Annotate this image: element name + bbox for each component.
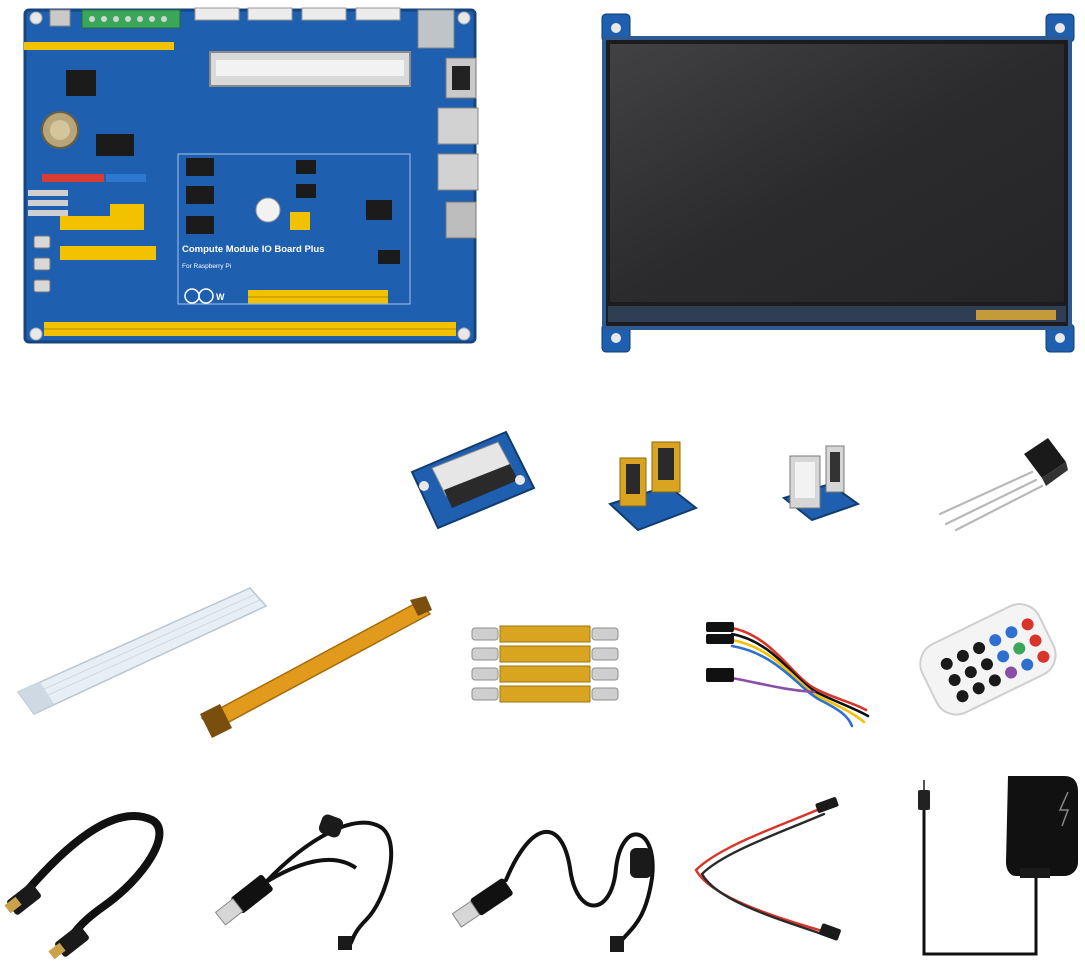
standoff-icon: [471, 625, 619, 703]
remote-icon: [919, 603, 1057, 716]
white-ffc-cable: [14, 580, 268, 722]
power-adapter-icon: [918, 776, 1078, 956]
adapter-board-icon: [410, 430, 536, 530]
copper-standoffs: [470, 622, 620, 708]
jumper-wires: [702, 606, 874, 730]
power-adapter: [910, 772, 1085, 960]
red-black-wire: [690, 796, 842, 942]
ir-remote-control: [906, 594, 1068, 730]
camera-ffc-adapter: [402, 428, 540, 532]
ffc-cable-icon: [200, 596, 432, 738]
board-subtitle: For Raspberry Pi: [182, 263, 231, 270]
board-title: Compute Module IO Board Plus: [182, 244, 325, 255]
hdmi-u-turn-adapter: [604, 434, 702, 536]
7inch-hdmi-lcd: [598, 10, 1078, 354]
hdmi-cable-icon: [4, 812, 164, 960]
pcb-board-icon: Compute Module IO Board Plus For Raspber…: [23, 7, 479, 344]
usb-cable-icon: [214, 814, 394, 950]
ds18b20-sensor: [936, 434, 1070, 532]
orange-ffc-cable: [196, 596, 434, 740]
jumper-wire-icon: [706, 622, 870, 728]
usb-cable-icon: [451, 829, 655, 952]
wire-icon: [694, 797, 841, 941]
compute-module-io-board: Compute Module IO Board Plus For Raspber…: [20, 4, 480, 346]
hdmi-cable: [4, 808, 170, 960]
usb-adapter-icon: [781, 445, 861, 522]
usb-type-a-micro-cable: [214, 810, 398, 954]
hdmi-adapter-icon: [608, 441, 699, 532]
lightning-icon: [1058, 791, 1070, 827]
ffc-cable-icon: [16, 587, 268, 715]
to92-sensor-icon: [938, 438, 1068, 532]
usb-micro-cable-ferrite: [451, 808, 668, 958]
svg-text:W: W: [216, 292, 225, 302]
waveshare-logo-icon: W: [184, 288, 225, 304]
usb-u-turn-adapter: [780, 440, 862, 534]
lcd-display-icon: [601, 13, 1075, 353]
